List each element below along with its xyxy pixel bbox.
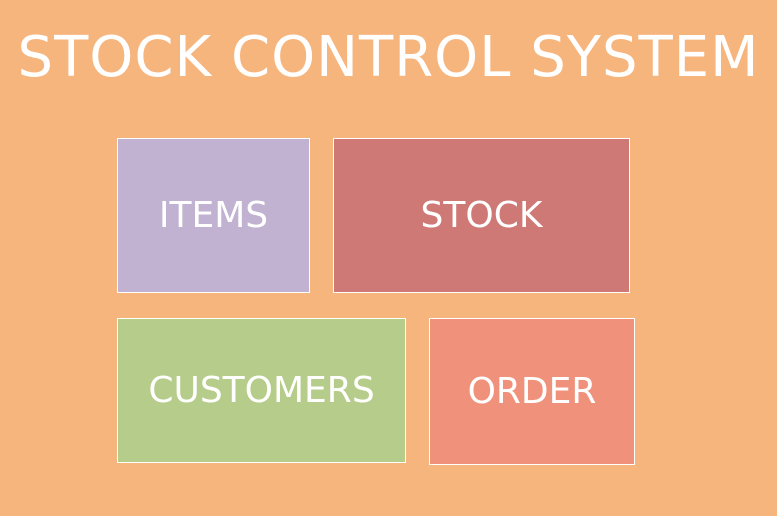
items-button[interactable]: ITEMS [117,138,310,293]
order-button[interactable]: ORDER [429,318,635,465]
customers-button[interactable]: CUSTOMERS [117,318,406,463]
items-button-label: ITEMS [158,194,269,236]
customers-button-label: CUSTOMERS [148,369,375,411]
order-button-label: ORDER [467,370,597,412]
stock-button[interactable]: STOCK [333,138,630,293]
page-title: STOCK CONTROL SYSTEM [17,25,760,90]
stock-button-label: STOCK [420,194,543,236]
